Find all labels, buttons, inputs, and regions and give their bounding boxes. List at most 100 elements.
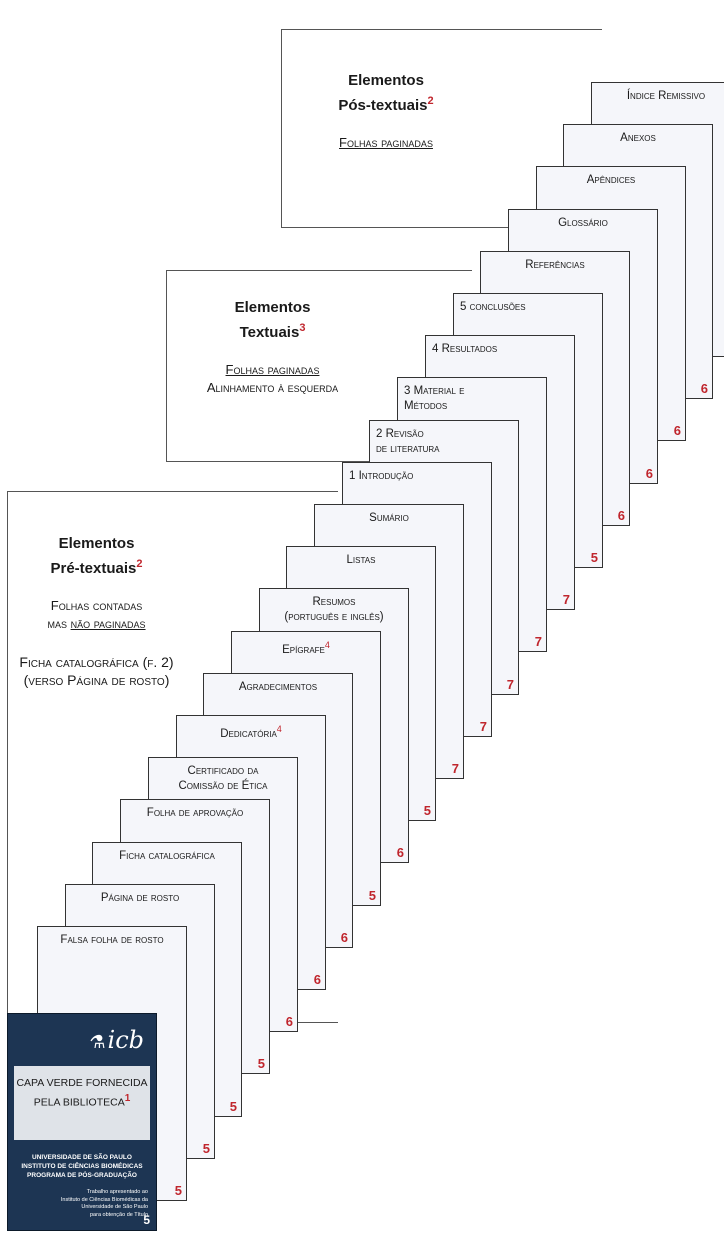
sheet-label-line1: Anexos — [570, 131, 706, 146]
cover-note-line1: Trabalho apresentado ao — [86, 1189, 148, 1195]
sheet-label-text: Falsa folha de rosto — [60, 934, 164, 946]
textual-line2: Alinhamento à esquerda — [206, 380, 339, 395]
sheet-label-line1: Índice Remissivo — [598, 89, 724, 104]
cover-page: ⚗icb CAPA VERDE FORNECIDA PELA BIBLIOTEC… — [7, 1013, 157, 1231]
sheet-page-number: 5 — [590, 550, 598, 565]
sheet-page-number: 7 — [479, 719, 487, 734]
cover-title-box: CAPA VERDE FORNECIDA PELA BIBLIOTECA1 — [14, 1066, 150, 1140]
sheet-page-number: 5 — [423, 803, 431, 818]
sheet-page-number: 7 — [506, 677, 514, 692]
pre-textual-line4: (verso Página de rosto) — [23, 672, 170, 688]
pre-textual-sup: 2 — [136, 558, 143, 570]
sheet-label-line1: 4 Resultados — [432, 342, 568, 357]
cover-title-line2: PELA BIBLIOTECA1 — [14, 1091, 150, 1111]
sheet-page-number: 5 — [257, 1056, 265, 1071]
sheet-label-text: Anexos — [620, 132, 656, 144]
sheet-label-line1: Glossário — [515, 216, 651, 231]
sheet-label: Anexos — [564, 131, 712, 146]
sheet-label: Folha de aprovação — [121, 806, 269, 821]
cover-page-number: 5 — [143, 1213, 150, 1227]
sheet-page-number: 6 — [340, 930, 348, 945]
post-textual-title2-text: Pós-textuais — [338, 97, 428, 114]
sheet-label: Falsa folha de rosto — [38, 933, 186, 948]
sheet-label-text: Dedicatória — [220, 727, 277, 740]
sheet-label-line1: Referências — [487, 258, 623, 273]
sheet-label-text: Certificado da — [187, 765, 259, 777]
post-textual-title2: Pós-textuais2 — [316, 91, 456, 116]
pre-textual-line2a: mas — [47, 616, 71, 631]
cover-university-line1: UNIVERSIDADE DE SÃO PAULO — [32, 1154, 132, 1161]
pre-textual-line2: mas não paginadas — [14, 615, 179, 633]
textual-line1: Folhas paginadas — [225, 362, 320, 377]
sheet-label: Dedicatória4 — [177, 722, 325, 742]
sheet-label: Certificado da Comissão de Ética — [149, 764, 297, 794]
post-textual-bracket — [281, 29, 602, 228]
sheet-page-number: 6 — [617, 508, 625, 523]
sheet-label: 1 Introdução — [343, 469, 491, 484]
sheet-label-text: Índice Remissivo — [626, 90, 706, 102]
cover-title-line1: CAPA VERDE FORNECIDA — [16, 1077, 148, 1089]
post-textual-label: Elementos Pós-textuais2 Folhas paginadas — [316, 71, 456, 152]
sheet-label-line1: 5 conclusões — [460, 300, 596, 315]
sheet-label: 3 Material e Métodos — [398, 384, 546, 414]
sheet-label-line1: Dedicatória4 — [183, 722, 319, 742]
textual-sup: 3 — [299, 322, 306, 334]
sheet-label-line1: 3 Material e — [404, 384, 540, 399]
pre-textual-line3: Ficha catalográfica (f. 2) — [19, 654, 174, 670]
sheet-label-line1: 1 Introdução — [349, 469, 485, 484]
sheet-label: Referências — [481, 258, 629, 273]
cover-university-line2: INSTITUTO DE CIÊNCIAS BIOMÉDICAS — [21, 1163, 143, 1170]
cover-note-line3: Universidade de São Paulo — [81, 1204, 148, 1210]
sheet-label-text: 5 conclusões — [460, 301, 526, 313]
sheet-label-line2: Comissão de Ética — [178, 780, 268, 792]
sheet-label: 4 Resultados — [426, 342, 574, 357]
sheet-label: Resumos (português e inglês) — [260, 595, 408, 625]
sheet-page-number: 5 — [202, 1141, 210, 1156]
sheet-label-line1: Agradecimentos — [210, 680, 346, 695]
sheet-label: Glossário — [509, 216, 657, 231]
sheet-label-sup: 4 — [276, 724, 282, 734]
cover-note: Trabalho apresentado ao Instituto de Ciê… — [28, 1189, 148, 1219]
sheet-label-sup: 4 — [324, 640, 330, 650]
sheet-label: Página de rosto — [66, 891, 214, 906]
sheet-label: Índice Remissivo — [592, 89, 724, 104]
sheet-label-line2: Métodos — [404, 400, 448, 412]
sheet-label-line1: Resumos — [266, 595, 402, 610]
sheet-label-text: 3 Material e — [404, 385, 465, 397]
post-textual-title: Elementos — [348, 72, 424, 89]
sheet-label-line2: de literatura — [376, 443, 440, 455]
sheet-label-text: Listas — [346, 554, 376, 566]
sheet-label-line1: Falsa folha de rosto — [44, 933, 180, 948]
sheet-label-text: Agradecimentos — [238, 681, 318, 693]
sheet-label-line2: (português e inglês) — [284, 611, 384, 623]
sheet-label-text: Página de rosto — [100, 892, 180, 904]
sheet-page-number: 6 — [313, 972, 321, 987]
cover-university-line3: PROGRAMA DE PÓS-GRADUAÇÃO — [27, 1172, 137, 1179]
sheet-page-number: 7 — [534, 634, 542, 649]
pre-textual-line2b: não paginadas — [70, 616, 146, 631]
pre-textual-title: Elementos — [58, 535, 135, 552]
cover-note-line4: para obtenção de Título — [90, 1211, 148, 1218]
sheet-label: Sumário — [315, 511, 463, 526]
sheet-label: 5 conclusões — [454, 300, 602, 315]
sheet-label-text: 1 Introdução — [349, 470, 414, 482]
pre-textual-label: Elementos Pré-textuais2 Folhas contadas … — [14, 534, 179, 689]
sheet-page-number: 6 — [700, 381, 708, 396]
sheet-label: Ficha catalográfica — [93, 849, 241, 864]
flask-icon: ⚗ — [89, 1032, 106, 1053]
sheet-page-number: 6 — [396, 845, 404, 860]
cover-title-line2-text: PELA BIBLIOTECA — [33, 1096, 125, 1109]
sheet-label-text: Apêndices — [586, 174, 636, 186]
sheet-label-line1: Epígrafe4 — [238, 638, 374, 658]
sheet-label-text: Resumos — [312, 596, 356, 608]
sheet-label: Apêndices — [537, 173, 685, 188]
sheet-label-text: Epígrafe — [282, 643, 325, 656]
sheet-label-text: Sumário — [369, 512, 409, 524]
pre-textual-title2: Pré-textuais2 — [14, 554, 179, 579]
sheet-page-number: 7 — [562, 592, 570, 607]
sheet-label-line1: Apêndices — [543, 173, 679, 188]
post-textual-sup: 2 — [427, 95, 434, 107]
sheet-page-number: 7 — [451, 761, 459, 776]
textual-bracket — [166, 270, 472, 462]
